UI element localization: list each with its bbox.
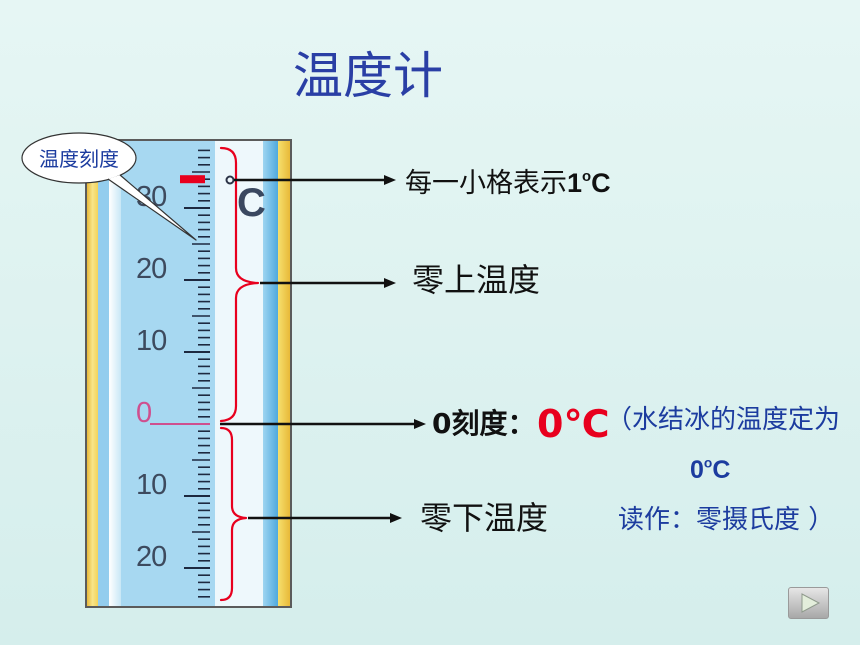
scale-ticks <box>150 149 210 598</box>
degree-symbol <box>225 175 235 185</box>
callout-pointer <box>107 174 197 241</box>
per-division-arrow <box>234 175 396 185</box>
callout-ellipse <box>21 132 137 184</box>
thermometer-right-edge <box>278 141 290 606</box>
play-icon <box>801 593 821 613</box>
zero-note-definition: （水结冰的温度定为 <box>606 405 841 435</box>
zero-mark-label: 0刻度： <box>432 407 536 440</box>
above-zero-brace <box>219 146 260 423</box>
unit-label: C <box>237 181 266 225</box>
zero-note-value: 0oC <box>690 455 730 485</box>
slide-title: 温度计 <box>293 47 443 105</box>
next-slide-button[interactable] <box>788 587 829 619</box>
thermometer-white-panel <box>215 141 263 606</box>
arrow-head <box>414 419 426 429</box>
scale-label: 20 <box>136 253 166 285</box>
scale-label: 10 <box>136 325 166 357</box>
per-division-annotation: 每一小格表示1oC <box>405 168 611 199</box>
above-zero-arrow <box>260 278 396 288</box>
thermometer-glass <box>109 141 121 606</box>
callout-bubble: 温度刻度 <box>21 132 197 241</box>
zero-mark-arrow <box>220 419 426 429</box>
thermometer-right-band <box>263 141 278 606</box>
zero-note-degree: o <box>703 455 713 471</box>
zero-mark-value: 0℃ <box>537 402 610 446</box>
per-division-value: 1 <box>567 168 583 198</box>
per-division-text: 每一小格表示 <box>405 168 567 199</box>
zero-note-number: 0 <box>690 456 704 484</box>
division-marker <box>180 175 205 184</box>
zero-note-unit: C <box>712 456 731 484</box>
above-zero-label: 零上温度 <box>412 261 541 299</box>
zero-note-reading: 读作：零摄氏度 ） <box>618 505 835 535</box>
play-triangle <box>801 593 821 613</box>
scale-label: 10 <box>136 469 166 501</box>
below-zero-label: 零下温度 <box>420 499 549 537</box>
below-zero-arrow <box>248 513 402 523</box>
per-division-unit: C <box>591 168 611 198</box>
scale-label: 20 <box>136 541 166 573</box>
callout-label: 温度刻度 <box>39 147 119 171</box>
thermometer-frame <box>85 139 292 608</box>
scale-label: 0 <box>136 397 151 429</box>
per-division-degree: o <box>582 168 592 185</box>
arrow-head <box>384 175 396 185</box>
thermometer-left-edge <box>87 141 98 606</box>
below-zero-brace <box>219 426 248 602</box>
arrow-head <box>390 513 402 523</box>
thermometer-left-band <box>98 141 109 606</box>
arrow-head <box>384 278 396 288</box>
